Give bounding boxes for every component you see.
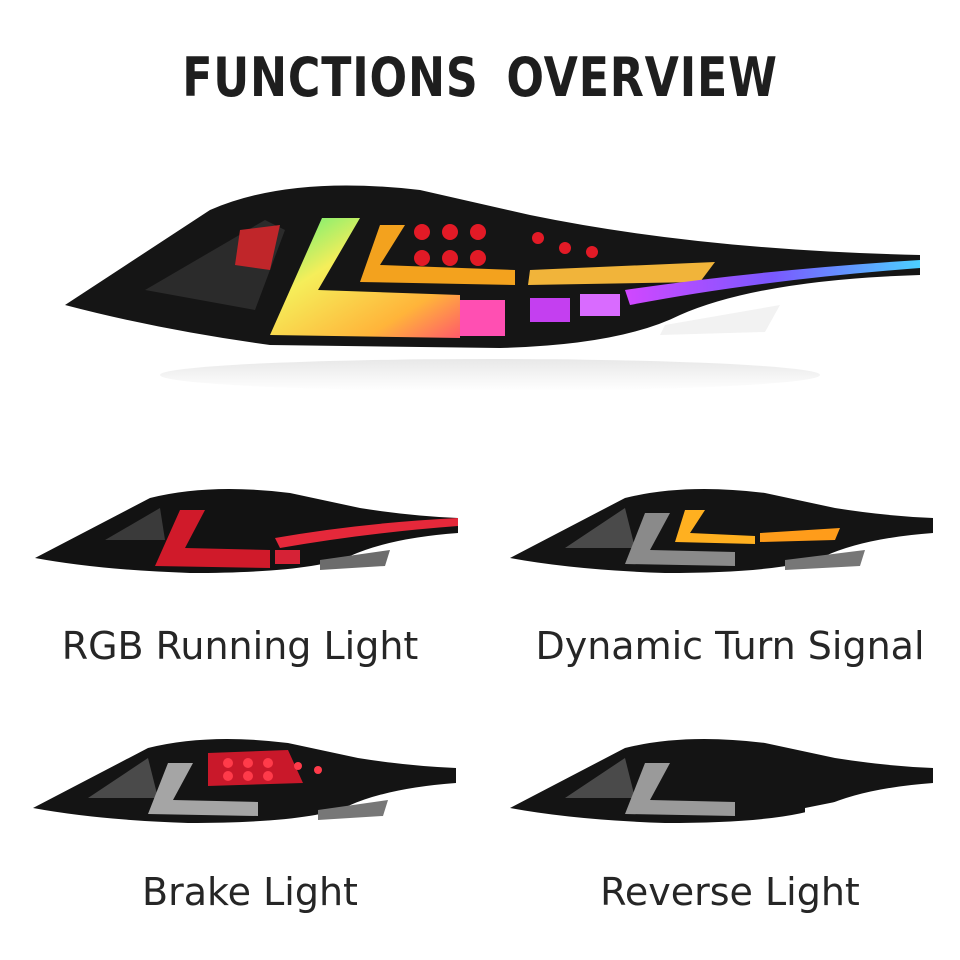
function-image-reverse	[505, 728, 935, 838]
function-image-brake	[28, 728, 458, 838]
page-title: FUNCTIONS OVERVIEW	[182, 46, 778, 109]
function-label: RGB Running Light	[61, 624, 419, 668]
function-image-running	[30, 478, 460, 588]
hero-taillight-image	[60, 170, 930, 400]
function-label: Reverse Light	[600, 870, 860, 914]
function-label: Dynamic Turn Signal	[535, 624, 925, 668]
function-image-turn-signal	[505, 478, 935, 588]
function-label: Brake Light	[142, 870, 358, 914]
